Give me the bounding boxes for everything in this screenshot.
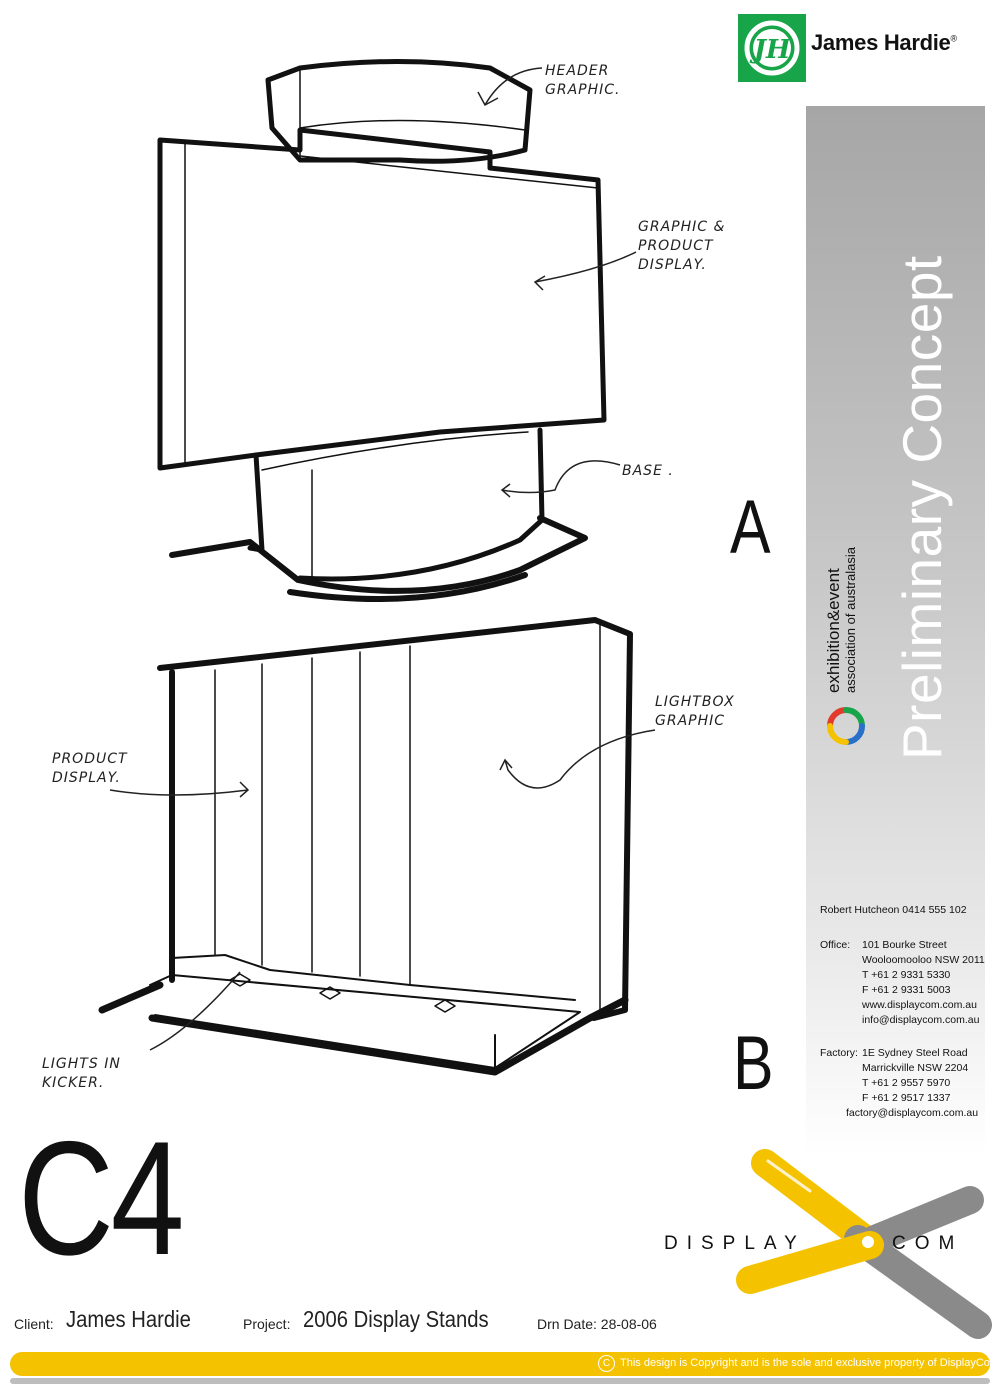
displaycom-logo-icon (736, 1149, 992, 1339)
factory-label: Factory: (820, 1047, 858, 1059)
client-value: James Hardie (66, 1306, 191, 1332)
sketch-a (157, 59, 607, 602)
drawing-date: Drn Date: 28-08-06 (537, 1316, 657, 1332)
annotation-arrows (109, 67, 656, 1051)
footer-grey-bar (10, 1378, 990, 1384)
displaycom-right-word: COM (892, 1233, 964, 1254)
factory-address: 1E Sydney Steel Road Marrickville NSW 22… (846, 1046, 978, 1121)
factory-fax: F +61 2 9517 1337 (862, 1092, 951, 1104)
client-label: Client: (14, 1316, 54, 1332)
note-base: BASE . (622, 463, 674, 479)
note-lightbox-graphic: LIGHTBOX GRAPHIC (655, 694, 735, 729)
factory-line: 1E Sydney Steel Road (862, 1047, 968, 1059)
jh-logo-mark: JH (749, 35, 792, 65)
office-fax: F +61 2 9331 5003 (862, 984, 951, 996)
factory-line: Marrickville NSW 2204 (862, 1062, 969, 1074)
office-label: Office: (820, 939, 851, 951)
copyright-icon: C (598, 1355, 615, 1372)
office-address: 101 Bourke Street Wooloomooloo NSW 2011 … (862, 938, 985, 1028)
note-lights-in-kicker: LIGHTS IN KICKER. (42, 1056, 121, 1091)
concept-a-label: A (730, 485, 771, 570)
concept-b-label: B (733, 1021, 774, 1106)
factory-phone: T +61 2 9557 5970 (862, 1077, 951, 1089)
side-panel (806, 106, 985, 1156)
footer-yellow-bar (10, 1352, 990, 1376)
office-line: 101 Bourke Street (862, 939, 947, 951)
office-line: Wooloomooloo NSW 2011 (862, 954, 985, 966)
project-value: 2006 Display Stands (303, 1306, 489, 1332)
james-hardie-logo-icon: JH (738, 14, 806, 82)
factory-email-link[interactable]: factory@displaycom.com.au (846, 1107, 979, 1119)
office-website-link[interactable]: www.displaycom.com.au (862, 999, 977, 1011)
brand-text: James Hardie (811, 30, 951, 55)
drawing-code: C4 (18, 1108, 185, 1289)
note-product-display: PRODUCT DISPLAY. (52, 751, 128, 786)
registered-mark: ® (950, 33, 958, 44)
copyright-notice: This design is Copyright and is the sole… (620, 1357, 1000, 1369)
displaycom-left-word: DISPLAY (664, 1233, 806, 1254)
note-graphic-product-display: GRAPHIC & PRODUCT DISPLAY. (638, 219, 726, 273)
sketch-b (98, 617, 633, 1076)
office-phone: T +61 2 9331 5330 (862, 969, 951, 981)
eeaa-logo-icon (827, 707, 865, 745)
project-label: Project: (243, 1316, 291, 1332)
note-header-graphic: HEADER GRAPHIC. (545, 63, 621, 98)
brand-name: James Hardie® (811, 30, 957, 56)
contact-person: Robert Hutcheon 0414 555 102 (820, 904, 967, 916)
office-email-link[interactable]: info@displaycom.com.au (862, 1014, 980, 1026)
